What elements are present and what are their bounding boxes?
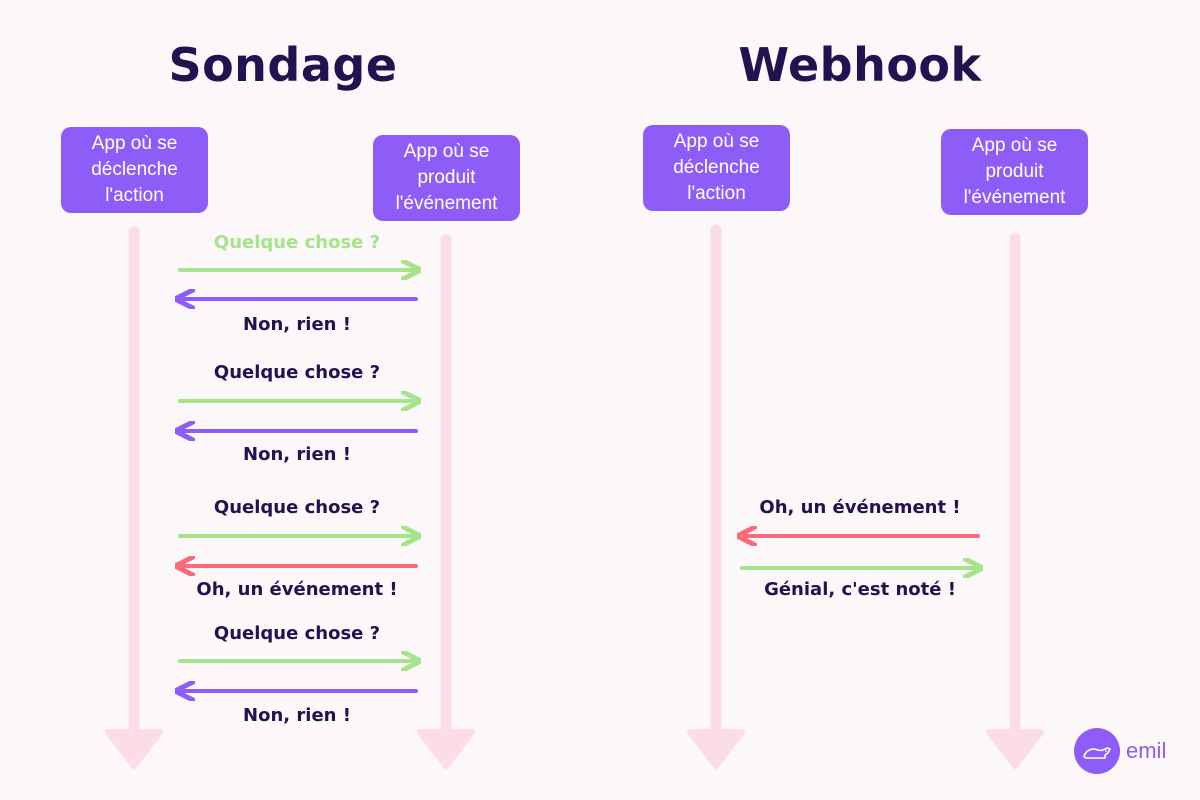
polling-actor-right: App où se produit l'événement bbox=[373, 135, 520, 221]
polling-reply-label-1: Non, rien ! bbox=[243, 314, 351, 335]
webhook-right-lifeline bbox=[986, 232, 1044, 769]
polling-request-label-4: Quelque chose ? bbox=[213, 623, 381, 644]
webhook-event-label: Oh, un événement ! bbox=[759, 497, 961, 518]
polling-reply-label-3: Oh, un événement ! bbox=[196, 579, 398, 600]
polling-title: Sondage bbox=[168, 38, 398, 92]
emil-logo-mark-icon bbox=[1074, 728, 1120, 774]
polling-request-label-2: Quelque chose ? bbox=[213, 362, 381, 383]
webhook-ack-label: Génial, c'est noté ! bbox=[764, 579, 956, 600]
polling-left-lifeline bbox=[105, 226, 163, 769]
polling-request-label-3: Quelque chose ? bbox=[213, 497, 381, 518]
emil-logo: emil bbox=[1074, 728, 1166, 774]
webhook-actor-left: App où se déclenche l'action bbox=[643, 125, 790, 211]
webhook-actor-right: App où se produit l'événement bbox=[941, 129, 1088, 215]
emil-logo-text: emil bbox=[1126, 738, 1167, 763]
polling-actor-left: App où se déclenche l'action bbox=[61, 127, 208, 213]
polling-right-lifeline bbox=[417, 234, 475, 769]
polling-reply-label-4: Non, rien ! bbox=[243, 705, 351, 726]
polling-request-label-1: Quelque chose ? bbox=[213, 232, 381, 253]
webhook-left-lifeline bbox=[687, 224, 745, 769]
webhook-title: Webhook bbox=[738, 38, 982, 92]
polling-reply-label-2: Non, rien ! bbox=[243, 444, 351, 465]
